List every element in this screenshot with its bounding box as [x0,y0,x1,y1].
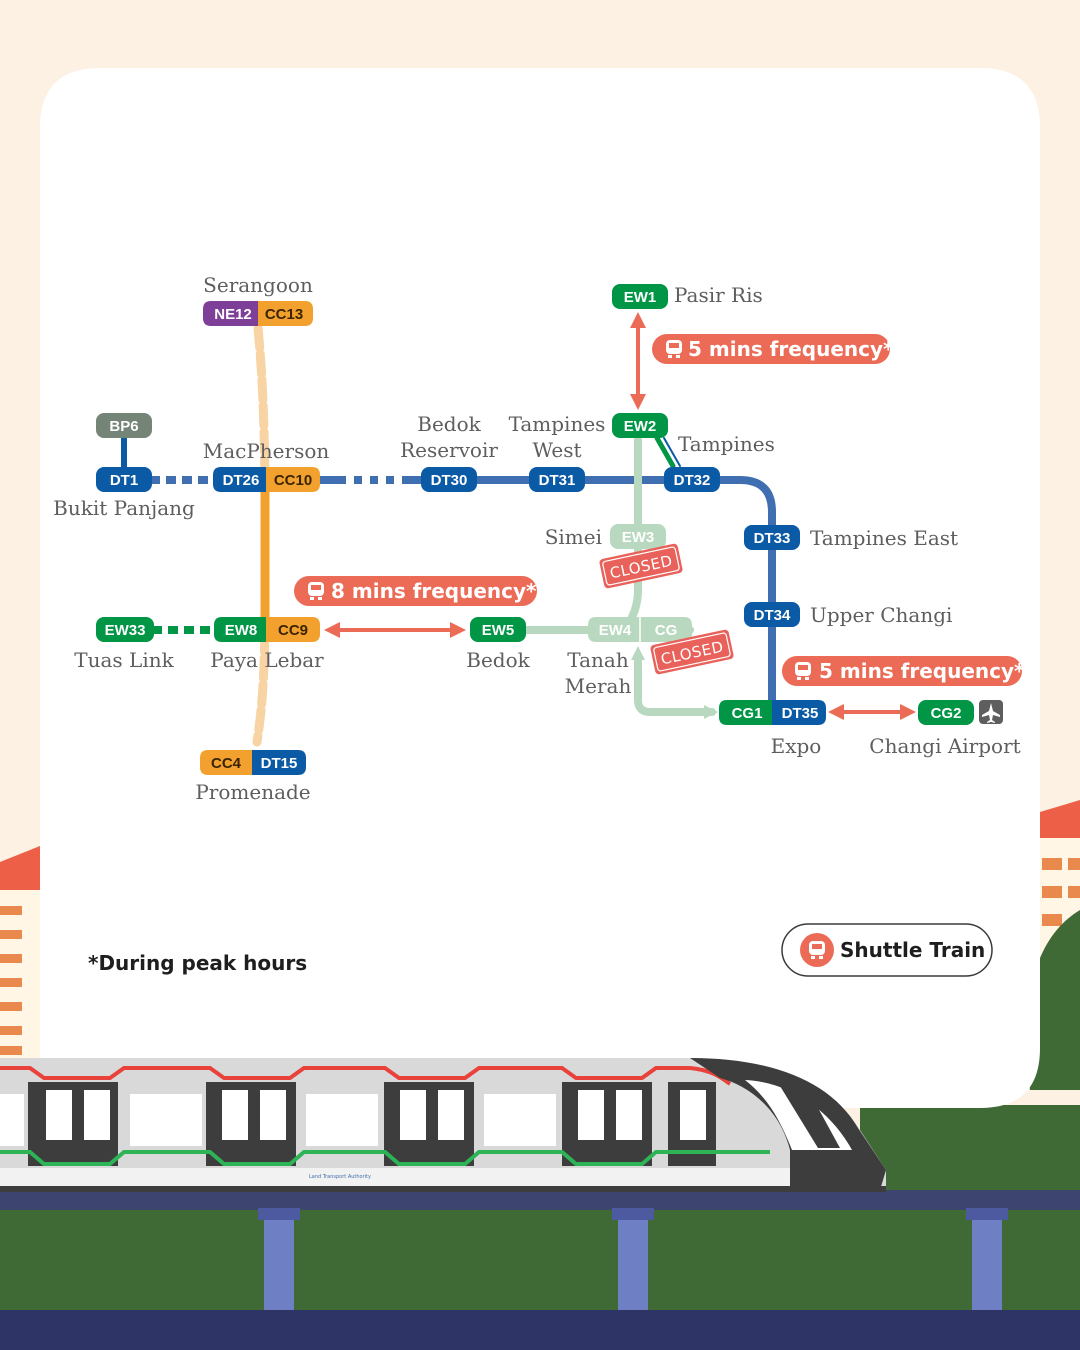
station-badge-upper-changi: DT34 [744,602,800,627]
name-tampines-west-1: Tampines [509,412,606,436]
code-ew2: EW2 [624,418,657,435]
code-dt26: DT26 [223,472,260,489]
name-tanah-merah-2: Merah [565,674,632,698]
code-ew3: EW3 [622,529,655,546]
name-expo: Expo [771,734,822,758]
code-dt33: DT33 [754,530,791,547]
legend-label: Shuttle Train [840,938,985,962]
station-badge-bedok: EW5 [470,617,526,642]
code-dt35: DT35 [782,705,819,722]
train-icon [666,340,682,358]
station-badge-paya-lebar: EW8 CC9 [214,617,320,642]
map-card [40,68,1040,1108]
name-bedok-reservoir-1: Bedok [417,412,481,436]
code-cg1: CG1 [732,705,763,722]
code-cc10: CC10 [274,472,312,489]
frequency-pill-pasir-ris: 5 mins frequency* [652,334,894,364]
name-paya-lebar: Paya Lebar [210,648,324,672]
code-bp6: BP6 [109,418,138,435]
shuttle-arrow-ew8-ew5 [324,622,466,638]
station-badge-promenade: CC4 DT15 [200,750,306,775]
code-dt1: DT1 [110,472,138,489]
station-badge-tanah-merah: EW4 CG [588,617,692,642]
code-dt15: DT15 [261,755,298,772]
station-badge-ew2: EW2 [612,413,668,438]
name-tampines-west-2: West [532,438,581,462]
station-names: Serangoon MacPherson Bukit Panjang Bedok… [53,273,1021,804]
code-cc4: CC4 [211,755,242,772]
name-bukit-panjang: Bukit Panjang [53,496,195,520]
frequency-pill-paya-lebar: 8 mins frequency* [294,576,537,606]
shuttle-arrow-ew1-ew2 [630,312,646,410]
name-changi-airport: Changi Airport [869,734,1020,758]
name-pasir-ris: Pasir Ris [674,283,763,307]
station-badge-pasir-ris: EW1 [612,284,668,309]
name-tampines: Tampines [678,432,775,456]
code-ne12: NE12 [214,306,252,323]
shuttle-arrows [324,312,916,720]
name-macpherson: MacPherson [203,439,330,463]
code-dt32: DT32 [674,472,711,489]
svg-text:5 mins frequency*: 5 mins frequency* [688,337,894,361]
name-tampines-east: Tampines East [810,526,958,550]
name-serangoon: Serangoon [203,273,313,297]
name-promenade: Promenade [195,780,310,804]
code-ew5: EW5 [482,622,515,639]
station-badge-simei: EW3 [610,524,666,549]
code-cg: CG [655,622,678,639]
train-icon [795,662,811,680]
name-upper-changi: Upper Changi [810,603,952,627]
name-tanah-merah-1: Tanah [567,648,629,672]
legend: Shuttle Train [781,923,993,977]
frequency-pill-expo: 5 mins frequency* [782,656,1025,686]
ew-tampines-link-dt [663,437,681,467]
code-cg2: CG2 [931,705,962,722]
station-badge-tuas-link: EW33 [96,617,154,642]
footnote: *During peak hours [88,951,307,975]
code-ew4: EW4 [599,622,632,639]
svg-text:5 mins frequency*: 5 mins frequency* [819,659,1025,683]
code-cc13: CC13 [265,306,303,323]
station-badge-expo: CG1 DT35 [719,700,826,725]
train-logo: Land Transport Authority [309,1174,371,1180]
code-ew33: EW33 [105,622,146,639]
code-dt30: DT30 [431,472,468,489]
code-cc9: CC9 [278,622,308,639]
circle-line-faded-north [253,323,270,485]
station-badge-macpherson: DT26 CC10 [213,467,320,492]
code-ew1: EW1 [624,289,657,306]
ew-tampines-link [654,435,676,469]
svg-text:8 mins frequency*: 8 mins frequency* [331,579,537,603]
train-illustration: Land Transport Authority [0,1058,1080,1350]
station-badge-bp6: BP6 [96,413,152,438]
left-building [0,846,40,1060]
train-icon [308,582,324,600]
airplane-icon [979,700,1003,724]
code-dt31: DT31 [539,472,576,489]
station-badge-changi-airport: CG2 [918,700,974,725]
station-badge-bukit-panjang: DT1 [96,467,152,492]
downtown-line-east [472,476,776,704]
name-bedok: Bedok [466,648,530,672]
station-badge-bedok-reservoir: DT30 [421,467,477,492]
ew-line-closed-changi [634,654,716,716]
code-ew8: EW8 [225,622,258,639]
circle-line-faded-south [252,627,270,747]
code-dt34: DT34 [754,607,791,624]
train-icon [809,941,825,959]
station-badge-serangoon: NE12 CC13 [203,301,313,326]
station-badge-dt32: DT32 [664,467,720,492]
station-badge-tampines-west: DT31 [529,467,585,492]
name-bedok-reservoir-2: Reservoir [400,438,498,462]
station-badges: NE12 CC13 DT26 CC10 DT1 BP6 DT30 DT31 [96,284,1003,775]
name-simei: Simei [545,525,602,549]
name-tuas-link: Tuas Link [74,648,174,672]
station-badge-tampines-east: DT33 [744,525,800,550]
shuttle-arrow-dt35-cg2 [828,704,916,720]
